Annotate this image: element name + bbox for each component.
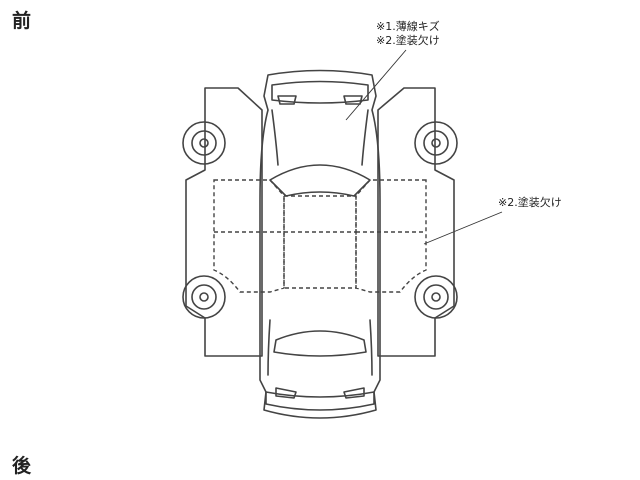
right-side-panel (377, 87, 455, 357)
front-windshield (269, 164, 371, 197)
hood-line-right (361, 109, 369, 166)
taillight-left (275, 387, 297, 399)
rear-right-wheel (414, 275, 458, 319)
front-left-wheel (182, 121, 226, 165)
annotation-side: ※2.塗装欠け (498, 196, 562, 210)
left-doors-outline (213, 179, 285, 293)
trunk-line-left (267, 319, 271, 376)
annotation-roof-line1: ※1.薄線キズ (376, 20, 440, 33)
rear-label: 後 (12, 455, 32, 477)
leader-line-roof (345, 49, 407, 121)
headlight-right (343, 95, 363, 105)
left-side-panel (185, 87, 263, 357)
taillight-right (343, 387, 365, 399)
annotation-roof-line2: ※2.塗装欠け (376, 34, 440, 47)
rear-window (273, 330, 367, 357)
headlight-left (277, 95, 297, 105)
front-bumper (271, 80, 369, 104)
front-right-wheel (414, 121, 458, 165)
front-label: 前 (12, 10, 32, 32)
annotation-roof: ※1.薄線キズ ※2.塗装欠け (376, 20, 440, 48)
rear-bumper (265, 391, 375, 411)
right-doors-outline (355, 179, 427, 293)
roof-outline (283, 195, 357, 289)
car-body-outline (259, 69, 381, 419)
leader-line-side (423, 211, 503, 245)
hood-line-left (271, 109, 279, 166)
annotation-side-line1: ※2.塗装欠け (498, 196, 562, 209)
rear-left-wheel (182, 275, 226, 319)
trunk-line-right (369, 319, 373, 376)
